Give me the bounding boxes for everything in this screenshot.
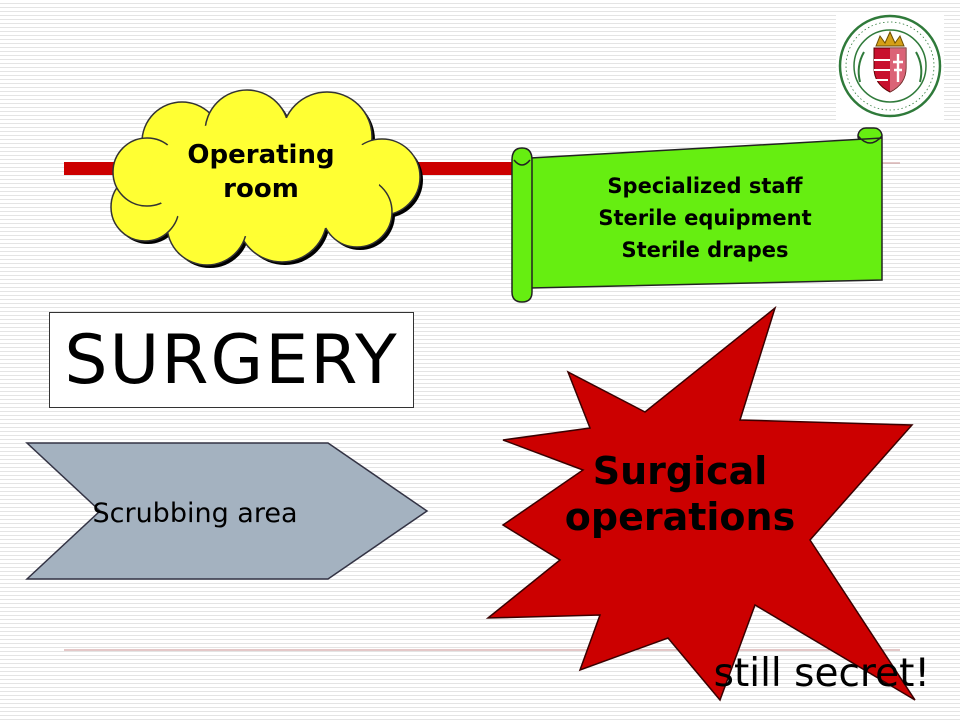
scroll-label: Specialized staff Sterile equipment Ster… [530, 170, 880, 266]
slide-title: SURGERY [64, 321, 399, 400]
title-box: SURGERY [49, 312, 414, 408]
star-label-line2: operations [564, 495, 796, 539]
cloud-label-line2: room [223, 174, 299, 204]
university-seal-icon [836, 12, 944, 120]
scrubbing-arrow-shape [25, 442, 429, 580]
surgical-operations-label: Surgical operations [530, 448, 830, 540]
cloud-label-line1: Operating [187, 140, 335, 170]
scroll-line-equipment: Sterile equipment [598, 206, 812, 230]
star-label-line1: Surgical [592, 449, 768, 493]
footer-note: still secret! [713, 651, 930, 696]
scroll-line-drapes: Sterile drapes [621, 238, 789, 262]
explosion-star-shape [485, 305, 916, 702]
cloud-center [150, 117, 380, 237]
cloud-label: Operating room [150, 138, 372, 206]
scrubbing-area-label: Scrubbing area [92, 498, 298, 529]
scroll-line-staff: Specialized staff [607, 174, 803, 198]
scroll-banner [511, 127, 883, 303]
